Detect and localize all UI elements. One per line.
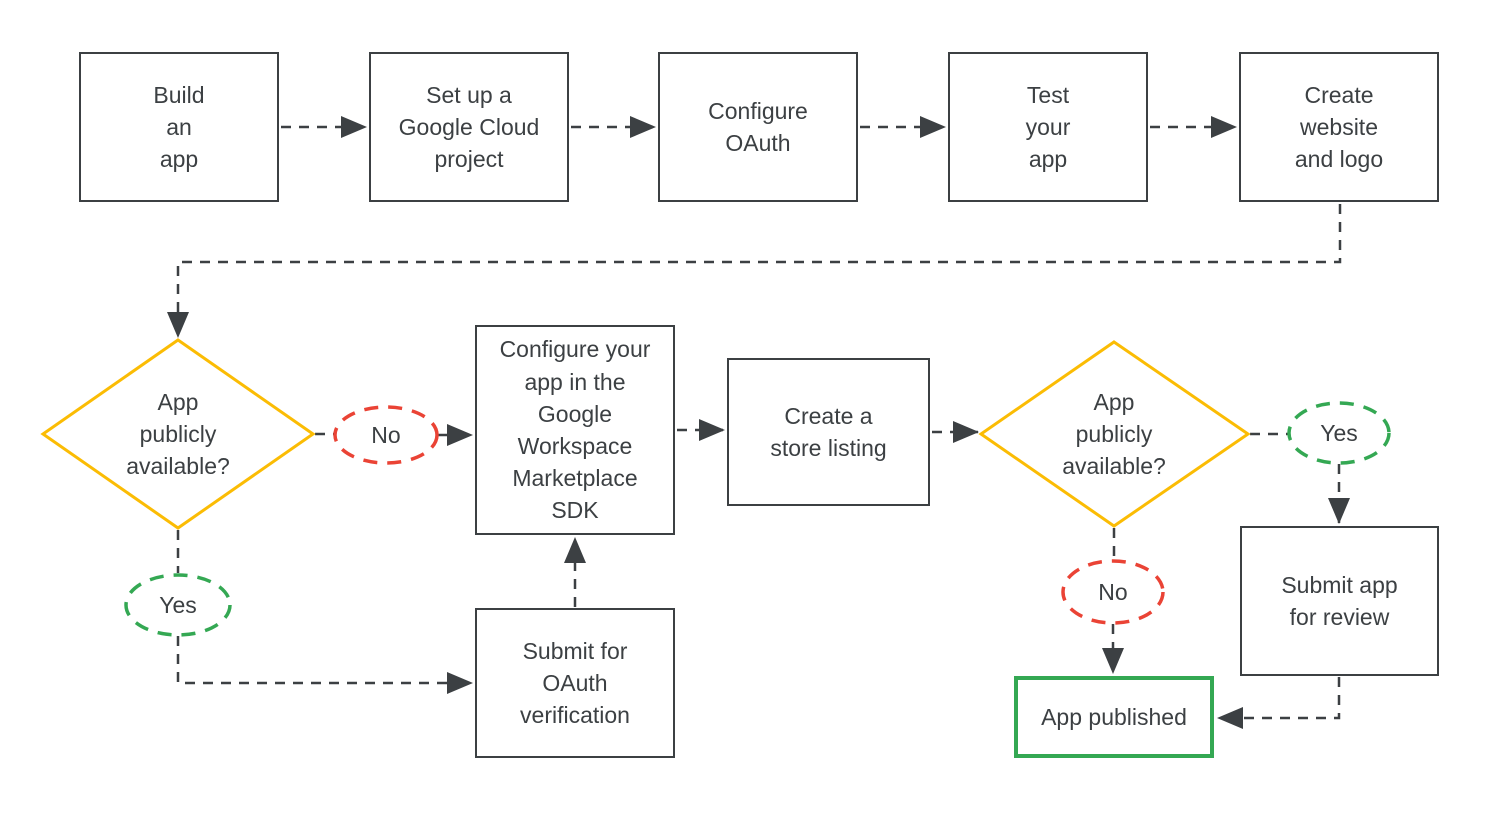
- yes-oval-right: [1287, 401, 1391, 465]
- decision-diamond-left: [40, 338, 316, 530]
- edge-yes-oval-to-oauth-verification: [176, 636, 473, 694]
- node-create-store-listing: Create a store listing: [727, 358, 930, 506]
- node-test-your-app: Test your app: [948, 52, 1148, 202]
- node-build-an-app: Build an app: [79, 52, 279, 202]
- edge-website-to-decision-left: [167, 204, 1342, 338]
- no-oval-left: [333, 405, 439, 465]
- node-app-published: App published: [1014, 676, 1214, 758]
- node-submit-for-oauth-verification: Submit for OAuth verification: [475, 608, 675, 758]
- edge-review-to-published: [1217, 677, 1341, 729]
- node-configure-app-in-marketplace-sdk: Configure your app in the Google Workspa…: [475, 325, 675, 535]
- decision-diamond-right: [978, 340, 1251, 528]
- no-oval-right: [1061, 559, 1165, 625]
- node-create-website-and-logo: Create website and logo: [1239, 52, 1439, 202]
- yes-oval-left: [124, 573, 232, 637]
- node-submit-app-for-review: Submit app for review: [1240, 526, 1439, 676]
- node-configure-oauth: Configure OAuth: [658, 52, 858, 202]
- node-setup-google-cloud-project: Set up a Google Cloud project: [369, 52, 569, 202]
